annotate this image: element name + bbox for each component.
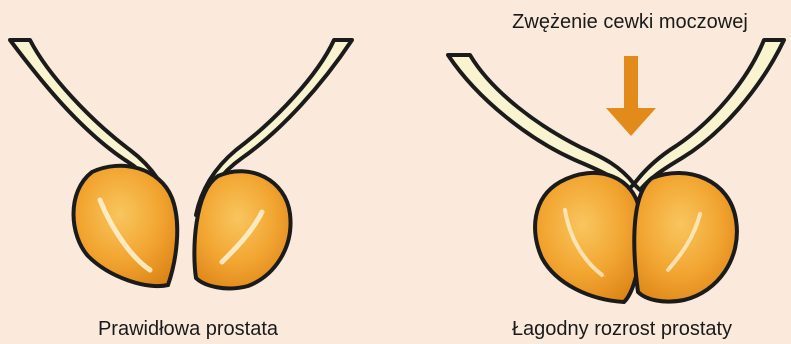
down-arrow-icon	[606, 56, 656, 136]
normal-prostate-label: Prawidłowa prostata	[98, 319, 278, 339]
bph-urethra-right-wall	[634, 40, 784, 190]
normal-prostate-drawing	[10, 40, 352, 288]
bph-right-lobe	[634, 173, 737, 302]
normal-left-lobe	[74, 166, 178, 286]
bph-label: Łagodny rozrost prostaty	[512, 319, 732, 339]
bph-prostate-drawing	[448, 40, 784, 302]
bph-urethra-left-wall	[448, 55, 634, 190]
bph-left-lobe	[535, 173, 641, 302]
normal-right-lobe	[194, 171, 290, 288]
urethral-narrowing-label: Zwężenie cewki moczowej	[512, 12, 748, 32]
